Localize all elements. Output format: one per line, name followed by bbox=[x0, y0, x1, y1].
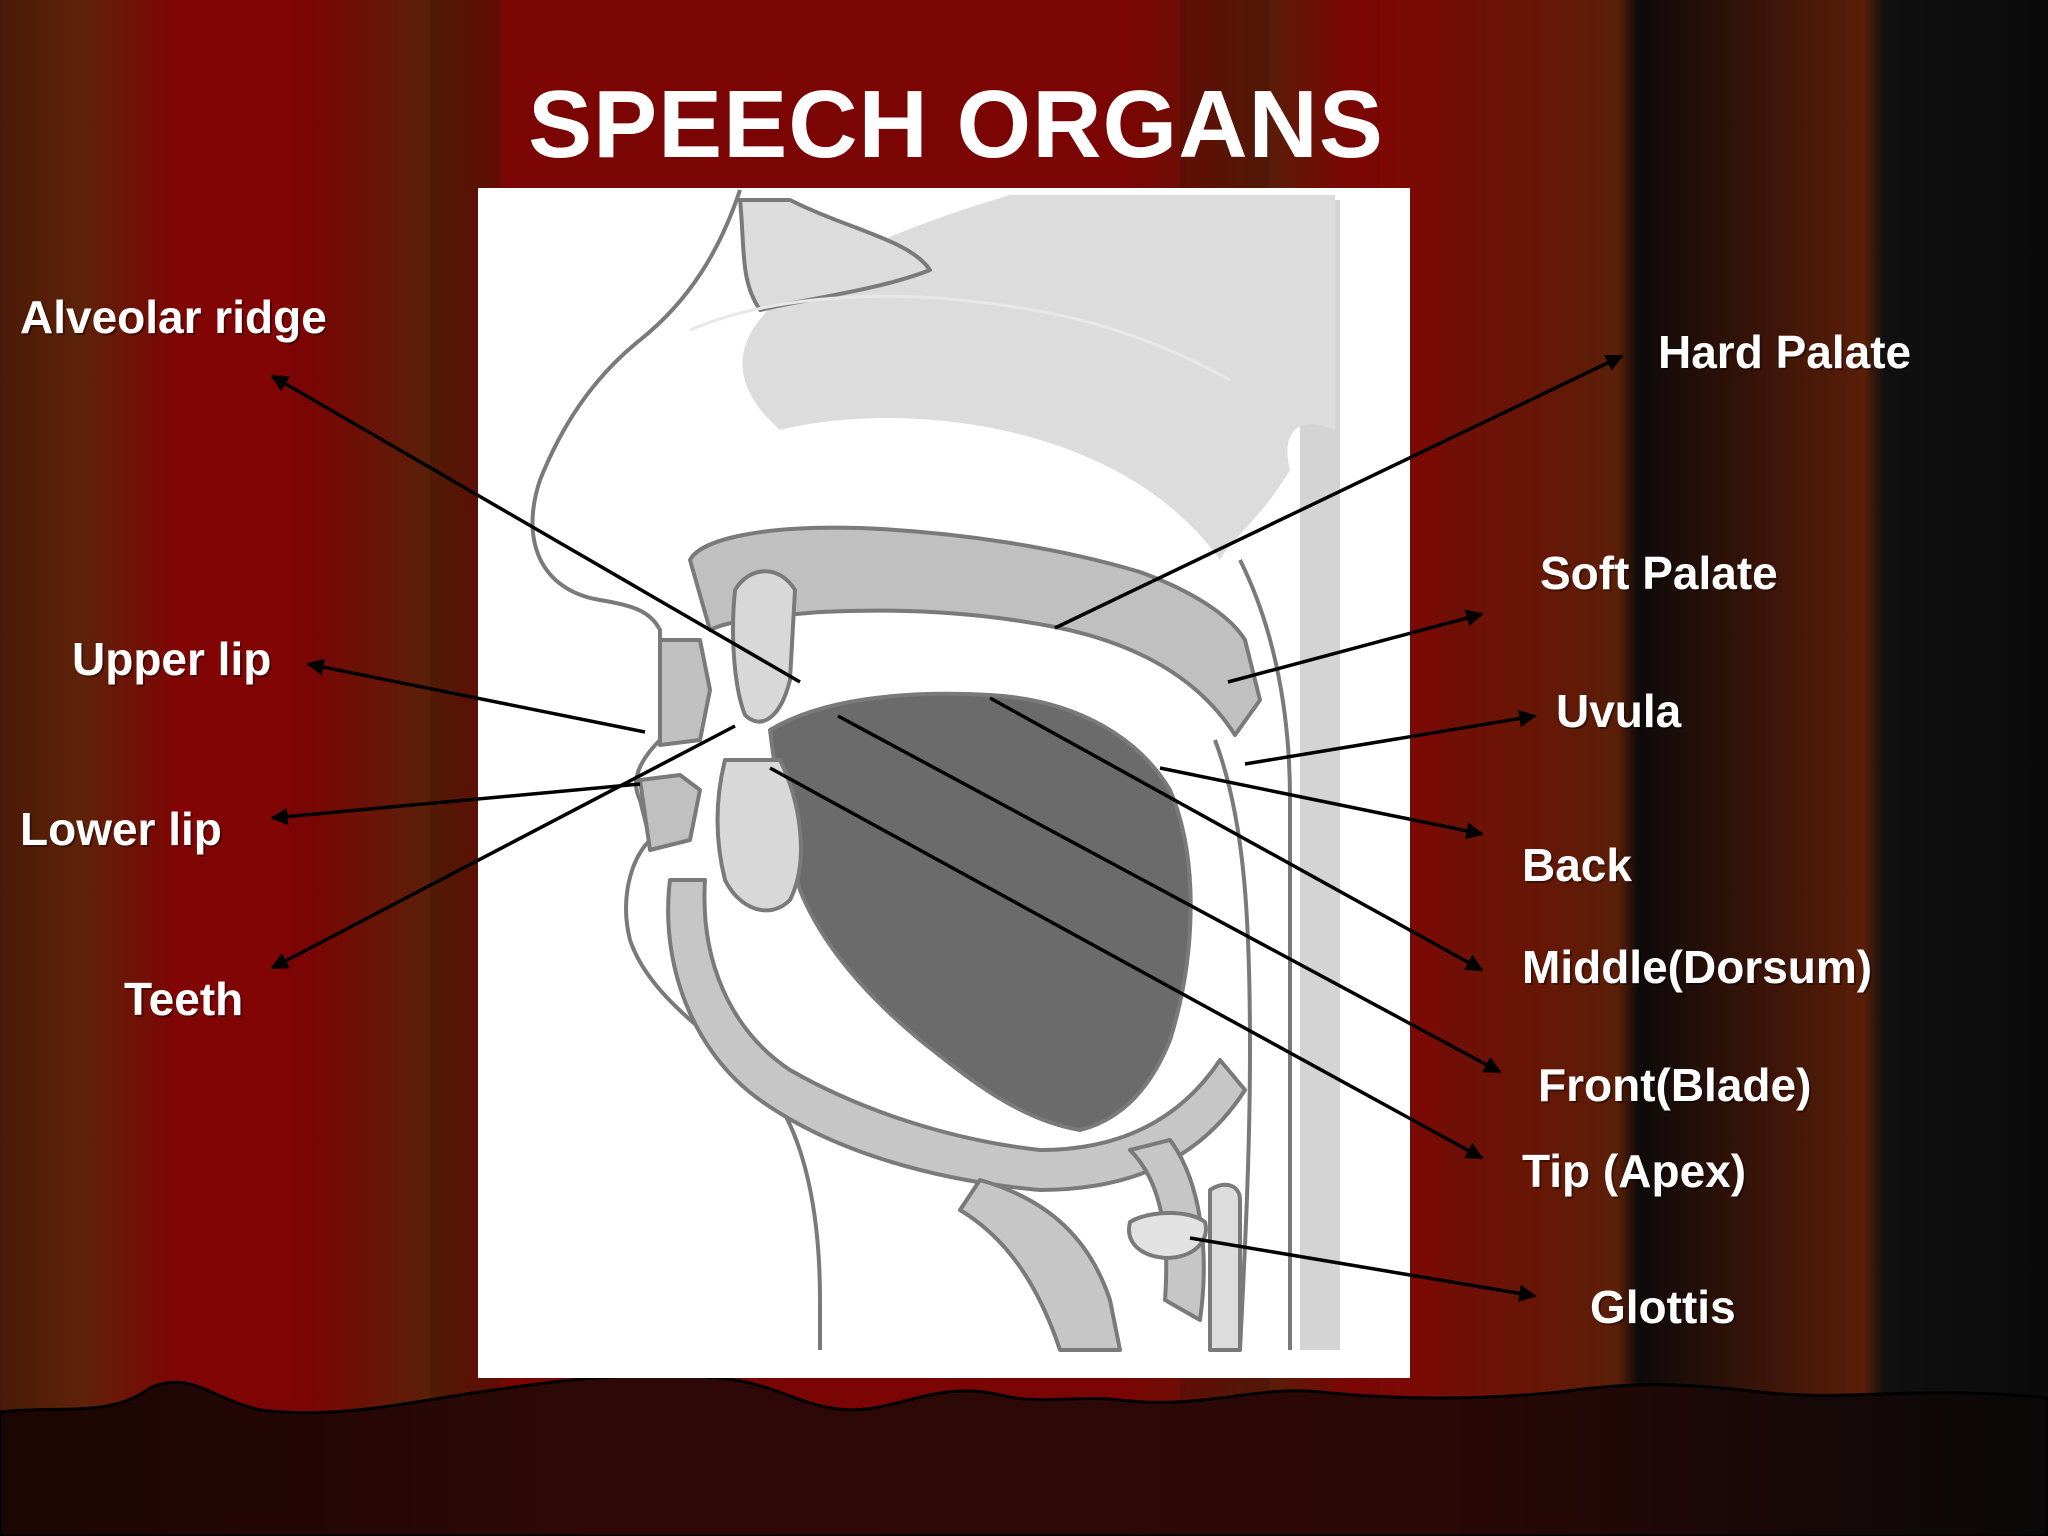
arrow-soft-palate bbox=[1227, 609, 1484, 684]
arrow-glottis bbox=[1189, 1236, 1537, 1303]
upper-teeth bbox=[731, 569, 797, 724]
nasal-passage-line bbox=[689, 294, 1231, 382]
label-upper-lip: Upper lip bbox=[72, 633, 272, 685]
arrow-front bbox=[837, 714, 1502, 1074]
label-hard-palate: Hard Palate bbox=[1658, 326, 1912, 378]
neck-front bbox=[958, 1178, 1122, 1352]
label-glottis: Glottis bbox=[1590, 1281, 1736, 1333]
lower-lip-shape bbox=[638, 773, 702, 852]
arrow-tip bbox=[769, 766, 1484, 1160]
label-tip: Tip (Apex) bbox=[1522, 1145, 1747, 1197]
slide-title: SPEECH ORGANS bbox=[528, 71, 1384, 178]
arrow-upper-lip bbox=[306, 658, 646, 734]
larynx-column bbox=[1208, 1182, 1242, 1352]
label-uvula: Uvula bbox=[1556, 685, 1682, 737]
label-back: Back bbox=[1522, 839, 1632, 891]
arrow-middle bbox=[989, 696, 1484, 972]
pharyngeal-wall-inner bbox=[1213, 739, 1252, 1351]
arrow-hard-palate bbox=[1054, 354, 1624, 630]
label-arrows bbox=[270, 354, 1624, 1303]
nasal-cavity bbox=[742, 195, 1335, 560]
curtain-bottom-edge bbox=[0, 1373, 2048, 1536]
arrow-back bbox=[1159, 766, 1484, 840]
label-alveolar-ridge: Alveolar ridge bbox=[20, 291, 327, 343]
label-lower-lip: Lower lip bbox=[20, 803, 222, 855]
arrow-alveolar-ridge bbox=[270, 374, 801, 684]
label-front: Front(Blade) bbox=[1538, 1059, 1812, 1111]
jaw-band bbox=[666, 878, 1247, 1192]
arrow-teeth bbox=[270, 724, 736, 970]
hard-palate-band bbox=[688, 525, 1262, 737]
glottis-shape bbox=[1127, 1211, 1208, 1260]
arrow-lower-lip bbox=[270, 782, 641, 826]
label-middle: Middle(Dorsum) bbox=[1522, 941, 1873, 993]
label-soft-palate: Soft Palate bbox=[1540, 547, 1778, 599]
curtain-fold bbox=[170, 0, 290, 1400]
vocal-tract-illustration bbox=[530, 189, 1340, 1352]
nasal-bone bbox=[738, 198, 932, 312]
upper-lip-shape bbox=[658, 638, 712, 747]
arrow-uvula bbox=[1244, 709, 1537, 766]
tongue bbox=[768, 691, 1193, 1132]
pharyngeal-wall bbox=[1238, 559, 1293, 1350]
lower-teeth bbox=[715, 758, 803, 913]
label-teeth: Teeth bbox=[124, 973, 244, 1025]
